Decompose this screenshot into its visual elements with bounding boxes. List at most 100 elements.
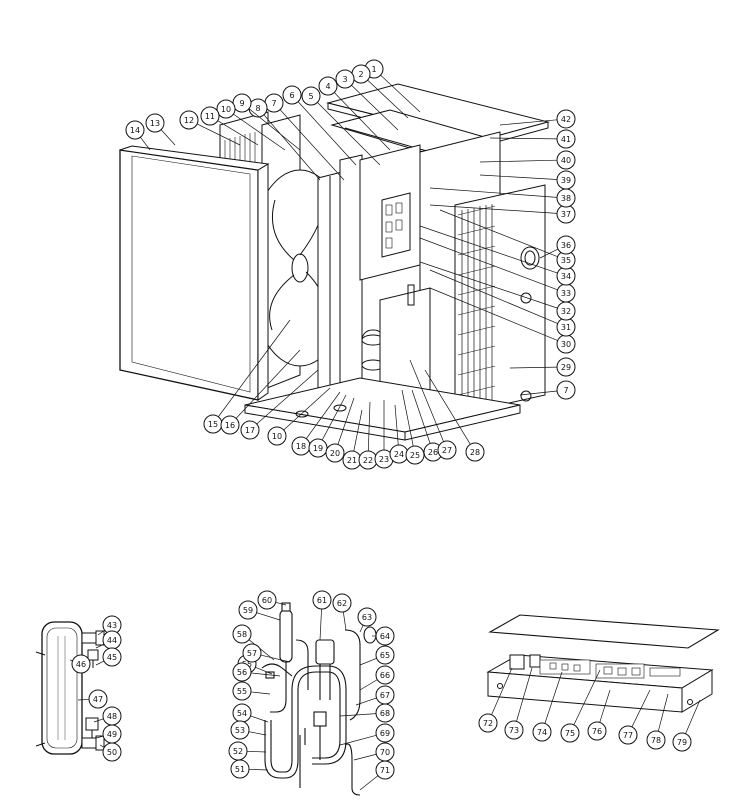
- callout-number: 77: [623, 731, 633, 740]
- leader-line: [319, 608, 322, 641]
- callout-circle: [240, 420, 260, 440]
- leader-line: [297, 101, 357, 166]
- piping-drawing: [261, 602, 377, 796]
- callout: 46: [69, 654, 91, 674]
- leader-line: [429, 187, 558, 198]
- callout: 16: [220, 349, 301, 435]
- callout: 7: [519, 380, 576, 400]
- callout: 47: [77, 689, 108, 709]
- callout: 70: [353, 742, 395, 762]
- callout: 72: [478, 667, 513, 733]
- callout-circle: [332, 593, 352, 613]
- callout: 61: [312, 590, 332, 641]
- leader-line: [429, 204, 558, 214]
- callout: 75: [560, 669, 601, 743]
- callout-number: 4: [325, 82, 330, 91]
- leader-line: [248, 639, 275, 661]
- leader-line: [380, 74, 421, 113]
- leader-line: [140, 136, 151, 151]
- callout-number: 10: [221, 105, 231, 114]
- callout: 71: [359, 760, 395, 791]
- leader-line: [539, 248, 559, 259]
- callout: 45: [95, 647, 122, 667]
- callout-circle: [556, 129, 576, 149]
- leader-line: [99, 744, 105, 748]
- callout-number: 40: [561, 156, 571, 165]
- callout-circle: [672, 732, 692, 752]
- callout: 19: [308, 394, 347, 458]
- callout-circle: [556, 380, 576, 400]
- leader-line: [353, 753, 377, 761]
- leader-line: [479, 174, 558, 180]
- callout-number: 37: [561, 210, 571, 219]
- callout-number: 9: [239, 99, 244, 108]
- leader-line: [321, 394, 347, 441]
- callout-number: 39: [561, 176, 571, 185]
- leader-line: [359, 679, 378, 691]
- leader-line: [491, 667, 513, 715]
- callout-number: 61: [317, 596, 327, 605]
- callout-number: 60: [262, 596, 272, 605]
- leader-line: [334, 92, 391, 151]
- callout: 51: [230, 759, 269, 779]
- callout-number: 7: [563, 386, 568, 395]
- callout: 53: [230, 720, 267, 740]
- callout-number: 15: [208, 420, 218, 429]
- callout: 12: [179, 110, 241, 146]
- callout-number: 68: [380, 709, 390, 718]
- callout-number: 2: [358, 70, 363, 79]
- callout-circle: [335, 69, 355, 89]
- callout-circle: [465, 442, 485, 462]
- callout-circle: [375, 760, 395, 780]
- callout: 3: [335, 69, 399, 131]
- callout: 74: [532, 671, 563, 742]
- leader-line: [419, 261, 558, 309]
- leader-line: [317, 102, 381, 166]
- callout-circle: [232, 681, 252, 701]
- callout: 54: [232, 703, 269, 723]
- callout: 76: [587, 689, 611, 741]
- callout-circle: [179, 110, 199, 130]
- leader-line: [657, 693, 669, 732]
- callout-circle: [556, 357, 576, 377]
- leader-line: [429, 269, 558, 324]
- leader-line: [263, 114, 321, 181]
- leader-line: [419, 225, 558, 274]
- callout-circle: [318, 76, 338, 96]
- callout: 36: [539, 235, 576, 259]
- leader-line: [275, 601, 287, 606]
- callout-circle: [375, 703, 395, 723]
- callout: 5: [301, 86, 381, 166]
- callout: 38: [429, 187, 576, 208]
- callout: 23: [374, 400, 394, 469]
- callout-number: 56: [237, 668, 247, 677]
- leader-line: [93, 718, 104, 723]
- callout: 17: [240, 369, 319, 440]
- callout: 30: [429, 287, 576, 354]
- leader-line: [353, 409, 363, 452]
- callout-number: 58: [237, 630, 247, 639]
- callout-circle: [375, 723, 395, 743]
- leader-line: [544, 671, 563, 724]
- callout-circle: [556, 170, 576, 190]
- callout: 27: [409, 359, 457, 460]
- callout: 79: [672, 699, 701, 752]
- callout-number: 79: [677, 738, 687, 747]
- callout-circle: [125, 120, 145, 140]
- callout-number: 50: [107, 748, 117, 757]
- callout-number: 42: [561, 115, 571, 124]
- leader-line: [196, 123, 241, 146]
- callout-number: 62: [337, 599, 347, 608]
- callout-circle: [556, 109, 576, 129]
- leader-line: [409, 359, 444, 442]
- leader-line: [631, 689, 651, 728]
- leader-line: [489, 137, 558, 140]
- callout: 59: [238, 600, 281, 621]
- callout-number: 51: [235, 765, 245, 774]
- leader-line: [97, 629, 105, 636]
- callout: 58: [232, 624, 275, 661]
- callout-circle: [88, 689, 108, 709]
- callout-number: 8: [255, 104, 260, 113]
- leader-line: [685, 699, 701, 734]
